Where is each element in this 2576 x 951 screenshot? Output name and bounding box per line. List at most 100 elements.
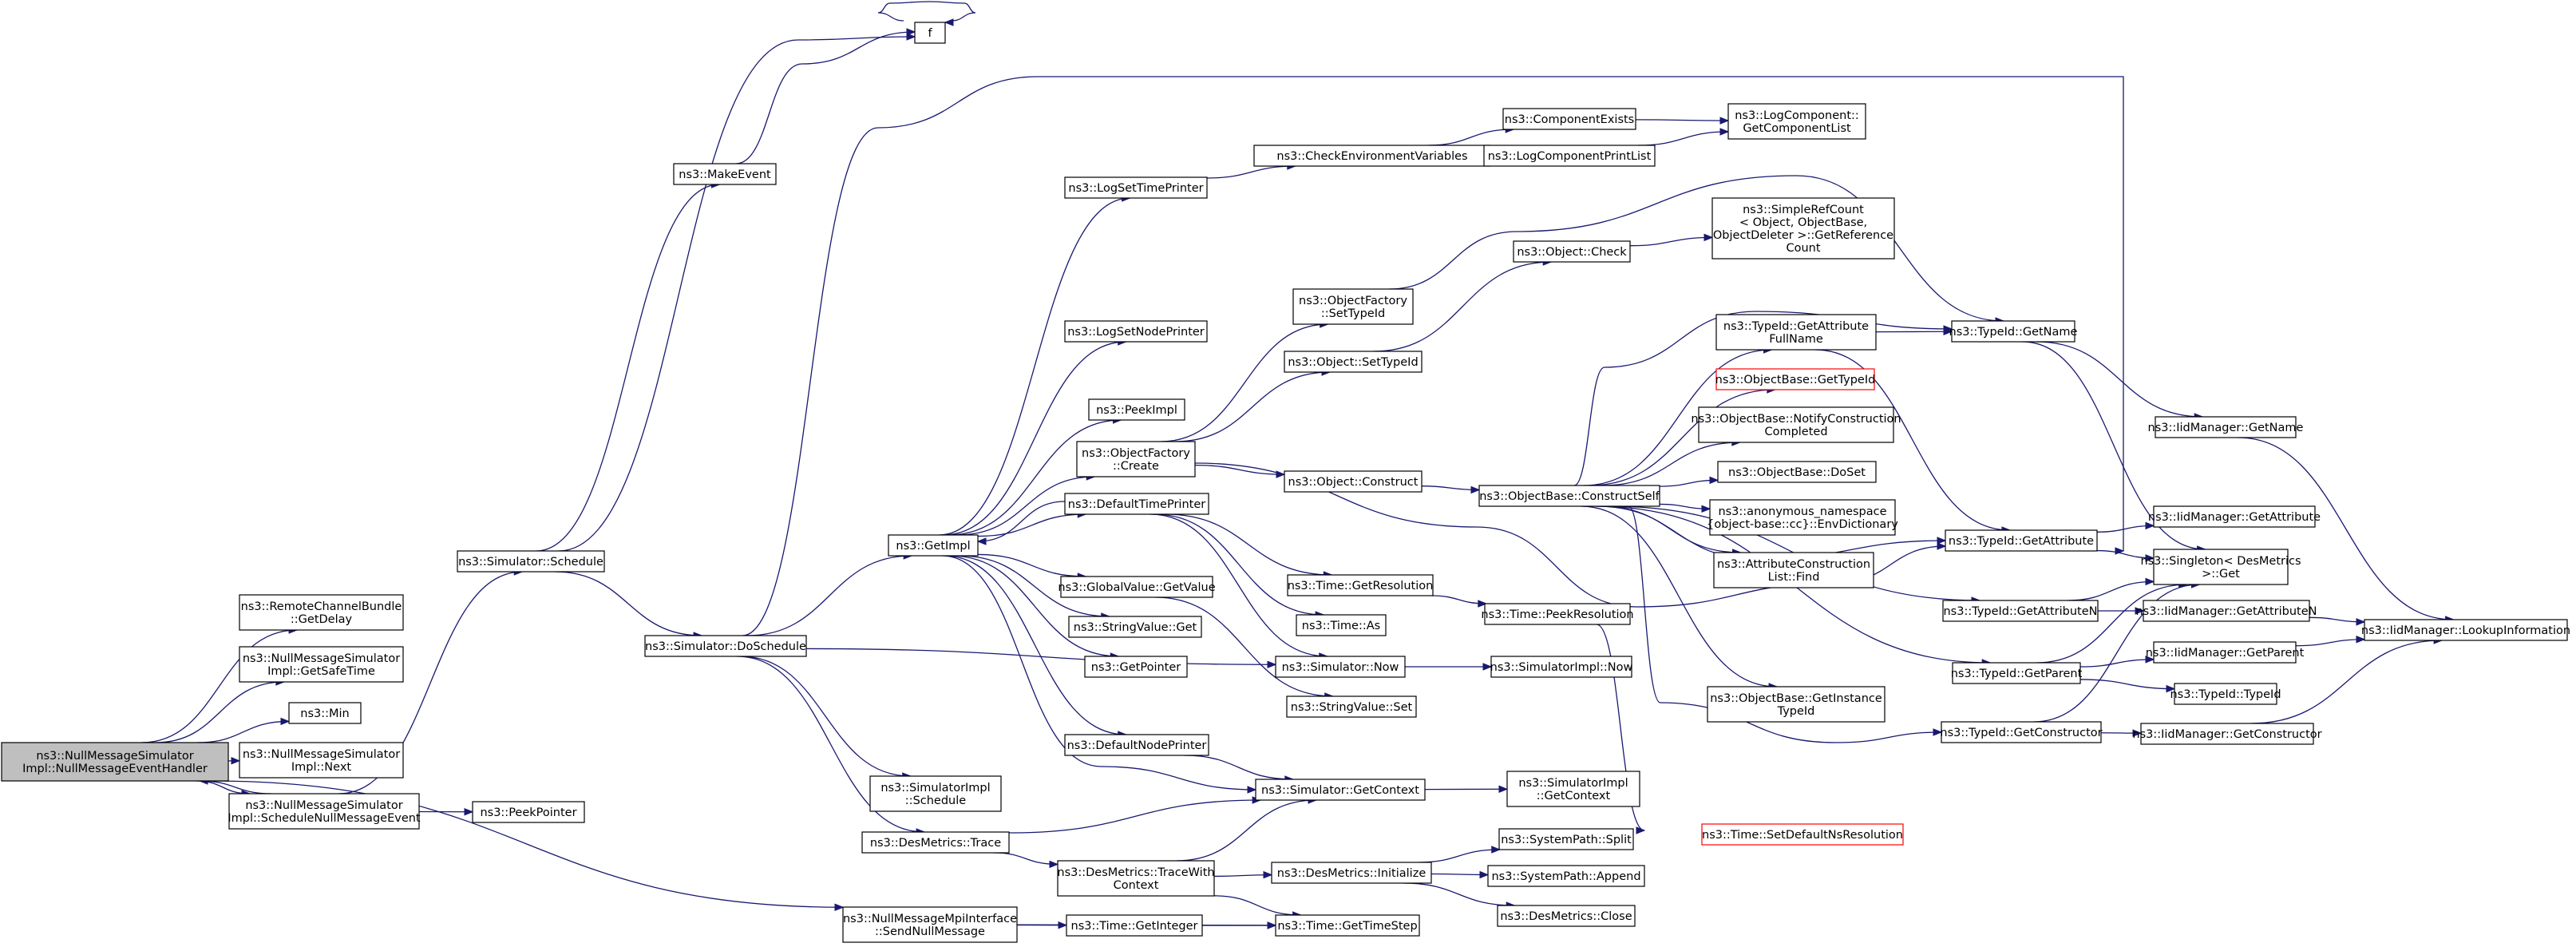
function-node[interactable]: ns3::StringValue::Get xyxy=(1068,616,1202,638)
function-node[interactable]: f xyxy=(914,22,946,44)
function-node[interactable]: ns3::Simulator::Now xyxy=(1275,656,1406,678)
function-node[interactable]: ns3::Object::Check xyxy=(1513,240,1631,263)
node-label: List::Find xyxy=(1768,571,1820,584)
node-label: Completed xyxy=(1764,426,1827,438)
function-node[interactable]: ns3::Min xyxy=(288,702,362,724)
function-node[interactable]: ns3::ComponentExists xyxy=(1502,108,1636,130)
function-node[interactable]: ns3::StringValue::Set xyxy=(1286,695,1417,718)
node-box xyxy=(228,793,420,830)
function-node[interactable]: ns3::LogSetTimePrinter xyxy=(1064,176,1208,199)
function-node[interactable]: ns3::GetImpl xyxy=(888,534,979,557)
function-node[interactable]: ns3::Simulator::GetContext xyxy=(1255,779,1426,801)
function-node[interactable]: ns3::IidManager::GetName xyxy=(2148,416,2304,438)
call-edge-n58-n64 xyxy=(2096,549,2155,562)
function-node[interactable]: ns3::LogComponent::GetComponentList xyxy=(1727,103,1866,140)
function-node[interactable]: ns3::SimulatorImpl::GetContext xyxy=(1506,771,1640,807)
function-node[interactable]: ns3::CheckEnvironmentVariables xyxy=(1253,145,1491,167)
function-node[interactable]: ns3::SystemPath::Split xyxy=(1498,828,1634,850)
call-edge-n37-n47 xyxy=(1635,117,1730,125)
function-node[interactable]: ns3::SimulatorImpl::Now xyxy=(1490,656,1633,678)
function-node[interactable]: ns3::DefaultNodePrinter xyxy=(1064,734,1209,756)
function-node[interactable]: ns3::TypeId::TypeId xyxy=(2170,683,2281,705)
node-box xyxy=(2174,683,2277,705)
function-node[interactable]: ns3::ObjectBase::ConstructSelf xyxy=(1478,485,1660,507)
call-edge-n10-n11 xyxy=(746,552,913,636)
function-node[interactable]: ns3::RemoteChannelBundle::GetDelay xyxy=(239,594,404,631)
function-node[interactable]: ns3::SimpleRefCount< Object, ObjectBase,… xyxy=(1711,197,1895,260)
node-label: ns3::SimulatorImpl xyxy=(880,782,990,794)
function-node[interactable]: ns3::NullMessageSimulatorImpl::NullMessa… xyxy=(1,742,229,782)
function-node[interactable]: ns3::Time::GetTimeStep xyxy=(1275,914,1420,937)
node-box xyxy=(1271,862,1432,884)
function-node[interactable]: ns3::ObjectFactory::SetTypeId xyxy=(1292,288,1414,325)
function-node[interactable]: ns3::Time::GetInteger xyxy=(1066,914,1203,937)
call-edge-n32-n42 xyxy=(1404,663,1493,671)
function-node[interactable]: ns3::SimulatorImpl::Schedule xyxy=(869,775,1002,812)
function-node[interactable]: ns3::NullMessageSimulatorImpl::ScheduleN… xyxy=(228,793,421,830)
function-node[interactable]: ns3::Time::PeekResolution xyxy=(1481,603,1634,625)
function-node[interactable]: ns3::Singleton< DesMetrics>::Get xyxy=(2140,549,2301,585)
function-node[interactable]: ns3::DesMetrics::Trace xyxy=(861,831,1010,854)
node-label: ns3::MakeEvent xyxy=(679,168,771,181)
function-node[interactable]: ns3::MakeEvent xyxy=(673,163,777,185)
node-label: ns3::NullMessageSimulator xyxy=(245,799,402,812)
function-node[interactable]: ns3::TypeId::GetAttributeN xyxy=(1942,600,2099,622)
call-edge-n26-n37 xyxy=(1427,125,1515,146)
function-node[interactable]: ns3::Simulator::DoSchedule xyxy=(644,635,807,657)
function-node[interactable]: ns3::PeekImpl xyxy=(1088,398,1185,421)
function-node[interactable]: ns3::TypeId::GetParent xyxy=(1951,662,2083,684)
node-label: ns3::Object::SetTypeId xyxy=(1288,356,1418,369)
function-node[interactable]: ns3::DesMetrics::Close xyxy=(1497,905,1636,927)
function-node[interactable]: ns3::ObjectFactory::Create xyxy=(1076,441,1196,477)
function-node[interactable]: ns3::IidManager::GetConstructor xyxy=(2132,723,2322,745)
function-node[interactable]: ns3::NullMessageSimulatorImpl::GetSafeTi… xyxy=(239,646,404,683)
node-box xyxy=(1506,771,1640,807)
function-node[interactable]: ns3::TypeId::GetName xyxy=(1949,320,2078,343)
node-box xyxy=(1068,616,1202,638)
function-node[interactable]: ns3::GetPointer xyxy=(1084,656,1188,678)
node-box xyxy=(1284,470,1423,493)
function-node[interactable]: ns3::IidManager::GetAttributeN xyxy=(2135,600,2317,622)
node-label: ::Schedule xyxy=(905,794,966,807)
function-node[interactable]: ns3::LogComponentPrintList xyxy=(1483,145,1656,167)
function-node[interactable]: ns3::GlobalValue::GetValue xyxy=(1058,576,1216,598)
function-node[interactable]: ns3::Simulator::Schedule xyxy=(457,550,605,573)
node-box xyxy=(1952,662,2081,684)
function-node[interactable]: ns3::IidManager::GetParent xyxy=(2146,641,2305,664)
node-box xyxy=(1,742,229,782)
node-label: ns3::Time::As xyxy=(1302,620,1380,632)
function-node[interactable]: ns3::DesMetrics::Initialize xyxy=(1271,862,1432,884)
node-label: ns3::TypeId::GetConstructor xyxy=(1940,727,2102,739)
call-edge-n13-n34 xyxy=(1008,796,1262,834)
function-node[interactable]: ns3::Time::As xyxy=(1296,614,1387,636)
function-node[interactable]: ns3::anonymous_namespace{object-base::cc… xyxy=(1707,499,1898,536)
function-node[interactable]: ns3::IidManager::GetAttribute xyxy=(2148,505,2321,528)
function-node[interactable]: ns3::IidManager::LookupInformation xyxy=(2361,619,2570,641)
function-node[interactable]: ns3::DefaultTimePrinter xyxy=(1064,493,1209,515)
function-node[interactable]: ns3::Time::SetDefaultNsResolution xyxy=(1701,823,1904,846)
node-label: ns3::Time::SetDefaultNsResolution xyxy=(1702,829,1903,842)
function-node[interactable]: ns3::Object::Construct xyxy=(1284,470,1423,493)
function-node[interactable]: ns3::Object::SetTypeId xyxy=(1284,351,1423,373)
function-node[interactable]: ns3::NullMessageMpiInterface::SendNullMe… xyxy=(842,906,1018,943)
call-edge-n49-n57 xyxy=(1875,327,1953,336)
function-node[interactable]: ns3::PeekPointer xyxy=(472,801,585,823)
node-label: ns3::ObjectFactory xyxy=(1082,447,1190,460)
function-node[interactable]: ns3::ObjectBase::GetTypeId xyxy=(1715,368,1876,390)
call-edge-n27-n57 xyxy=(1388,175,2005,325)
node-label: < Object, ObjectBase, xyxy=(1739,216,1867,229)
function-node[interactable]: ns3::Time::GetResolution xyxy=(1287,574,1434,596)
function-node[interactable]: ns3::ObjectBase::NotifyConstructionCompl… xyxy=(1691,406,1901,443)
node-box xyxy=(914,22,946,44)
function-node[interactable]: ns3::LogSetNodePrinter xyxy=(1064,320,1208,343)
node-box xyxy=(288,702,362,724)
function-node[interactable]: ns3::TypeId::GetAttribute xyxy=(1945,529,2098,552)
function-node[interactable]: ns3::SystemPath::Append xyxy=(1487,865,1645,887)
function-node[interactable]: ns3::TypeId::GetConstructor xyxy=(1940,721,2103,743)
function-node[interactable]: ns3::ObjectBase::DoSet xyxy=(1717,461,1877,483)
